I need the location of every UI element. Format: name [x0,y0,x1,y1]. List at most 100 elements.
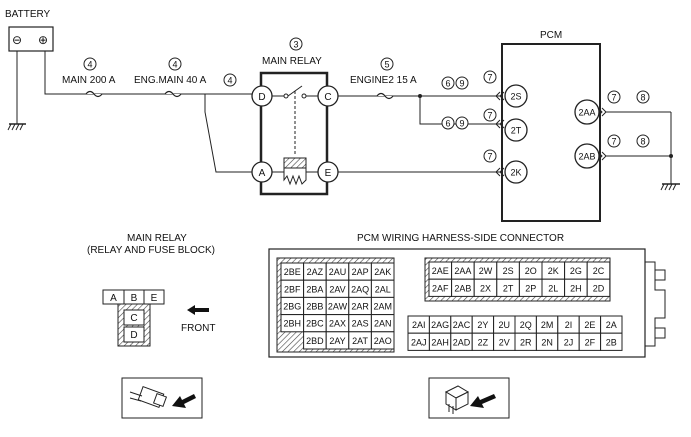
circled-eight-2aa [636,90,650,104]
harness-cell-label: 2BB [306,302,323,312]
harness-latch [645,261,666,347]
harness-cell-label: 2B [606,337,617,347]
harness-cell-label: 2AT [352,336,368,346]
harness-cell-label: 2H [570,283,582,293]
relay-block-title-1: MAIN RELAY [127,233,187,244]
pcm-pin-2t-label: 2T [511,126,522,136]
pcm-pin-2aa [574,99,600,125]
eng-main-fuse-label: ENG.MAIN 40 A [134,75,207,86]
circled-six-mid [441,116,455,130]
harness-cell-label: 2AV [329,284,345,294]
harness-cell-label: 2AM [373,302,392,312]
harness-cell-label: 2Q [520,320,532,330]
harness-cell-label: 2AE [432,266,449,276]
front-label: FRONT [181,323,215,334]
relay-pin-c-label: C [324,92,331,103]
battery-body [8,26,54,52]
circled-nine-mid-label: 9 [459,119,464,129]
relay-pin-d-label: D [258,92,265,103]
fuse-eng-main-40a [164,90,182,98]
circled-seven-2k [483,149,497,163]
pcm-box [501,43,601,222]
pcm-label: PCM [540,30,562,41]
circled-nine-top [455,76,469,90]
circled-seven-2t [483,108,497,122]
circled-seven-2ab [607,134,621,148]
harness-cell-label: 2BD [306,336,324,346]
harness-cell-label: 2S [503,266,514,276]
harness-cell-label: 2AD [453,337,471,347]
battery-pos-terminal: ⊕ [38,33,48,47]
circled-num-main [83,57,97,71]
circled-six-mid-label: 6 [445,119,450,129]
circled-six-top-label: 6 [445,79,450,89]
harness-cell-label: 2BF [284,284,301,294]
engine2-fuse-num: 5 [384,60,389,70]
harness-cell-label: 2AY [329,336,345,346]
harness-cell-label: 2L [548,283,558,293]
harness-cell-label: 2E [584,320,595,330]
harness-cell-label: 2J [564,337,574,347]
harness-cell-label: 2I [565,320,573,330]
relay-coil [272,157,318,186]
circled-seven-2s-label: 7 [487,73,492,83]
harness-cell-label: 2AF [432,283,449,293]
relay-switch-contact [272,85,318,154]
circled-eight-2aa-label: 8 [640,93,645,103]
circled-seven-2aa-label: 7 [611,93,616,103]
harness-cell-label: 2BA [306,284,323,294]
harness-cell [370,331,395,350]
relay-coil-feed-wire [204,94,254,173]
fuse-main-200a [85,90,103,98]
pcm-pin-2s-label: 2S [510,92,521,102]
harness-cell-label: 2AQ [351,284,369,294]
harness-cell-label: 2F [585,337,596,347]
harness-cell-label: 2G [570,266,582,276]
circled-six-top [441,76,455,90]
circled-num-eng-main [168,57,182,71]
harness-cell-label: 2AG [431,320,449,330]
harness-cell-label: 2K [548,266,559,276]
main-fuse-label: MAIN 200 A [62,75,116,86]
circled-num-relay [289,37,303,51]
harness-title: PCM WIRING HARNESS-SIDE CONNECTOR [357,233,564,244]
harness-cell-label: 2X [480,283,491,293]
harness-cell [600,332,623,351]
engine2-fuse-label: ENGINE2 15 A [350,75,417,86]
relay-block-cell-c: C [130,313,137,324]
harness-cell-label: 2AJ [411,337,427,347]
relay-num: 3 [293,40,298,50]
relay-block-cell-e: E [151,293,158,304]
harness-cell-label: 2V [499,337,510,347]
pcm-ground-junction [669,154,673,158]
harness-cell-label: 2C [593,266,605,276]
relay-block-cell-b: B [131,293,138,304]
circled-num-eng-main-out [223,73,237,87]
harness-cell-label: 2AZ [307,267,324,277]
harness-cell-label: 2N [541,337,553,347]
relay-frame [259,71,329,196]
relay-block-title-2: (RELAY AND FUSE BLOCK) [87,245,215,256]
circled-eight-2ab [636,134,650,148]
harness-cell-label: 2D [593,283,605,293]
harness-cell-label: 2AI [412,320,426,330]
eng-main-out-num: 4 [227,76,232,86]
battery-positive-wire [44,51,254,95]
harness-cell-label: 2AX [329,319,346,329]
pcm-ground-symbol [660,183,680,191]
relay-plug-icon [129,386,196,408]
junction-dot [418,94,422,98]
main-relay-label: MAIN RELAY [262,56,322,67]
harness-cell-label: 2Y [477,320,488,330]
pcm-pin-2ab [574,143,600,169]
pcm-pin-2k-label: 2K [510,168,521,178]
harness-cell-label: 2AO [374,336,392,346]
circled-seven-2ab-label: 7 [611,137,616,147]
battery-neg-terminal: ⊖ [12,33,22,47]
harness-cell-label: 2AS [352,319,369,329]
harness-cell-label: 2Z [478,337,489,347]
harness-cell-label: 2AA [454,266,471,276]
circled-seven-2aa [607,90,621,104]
